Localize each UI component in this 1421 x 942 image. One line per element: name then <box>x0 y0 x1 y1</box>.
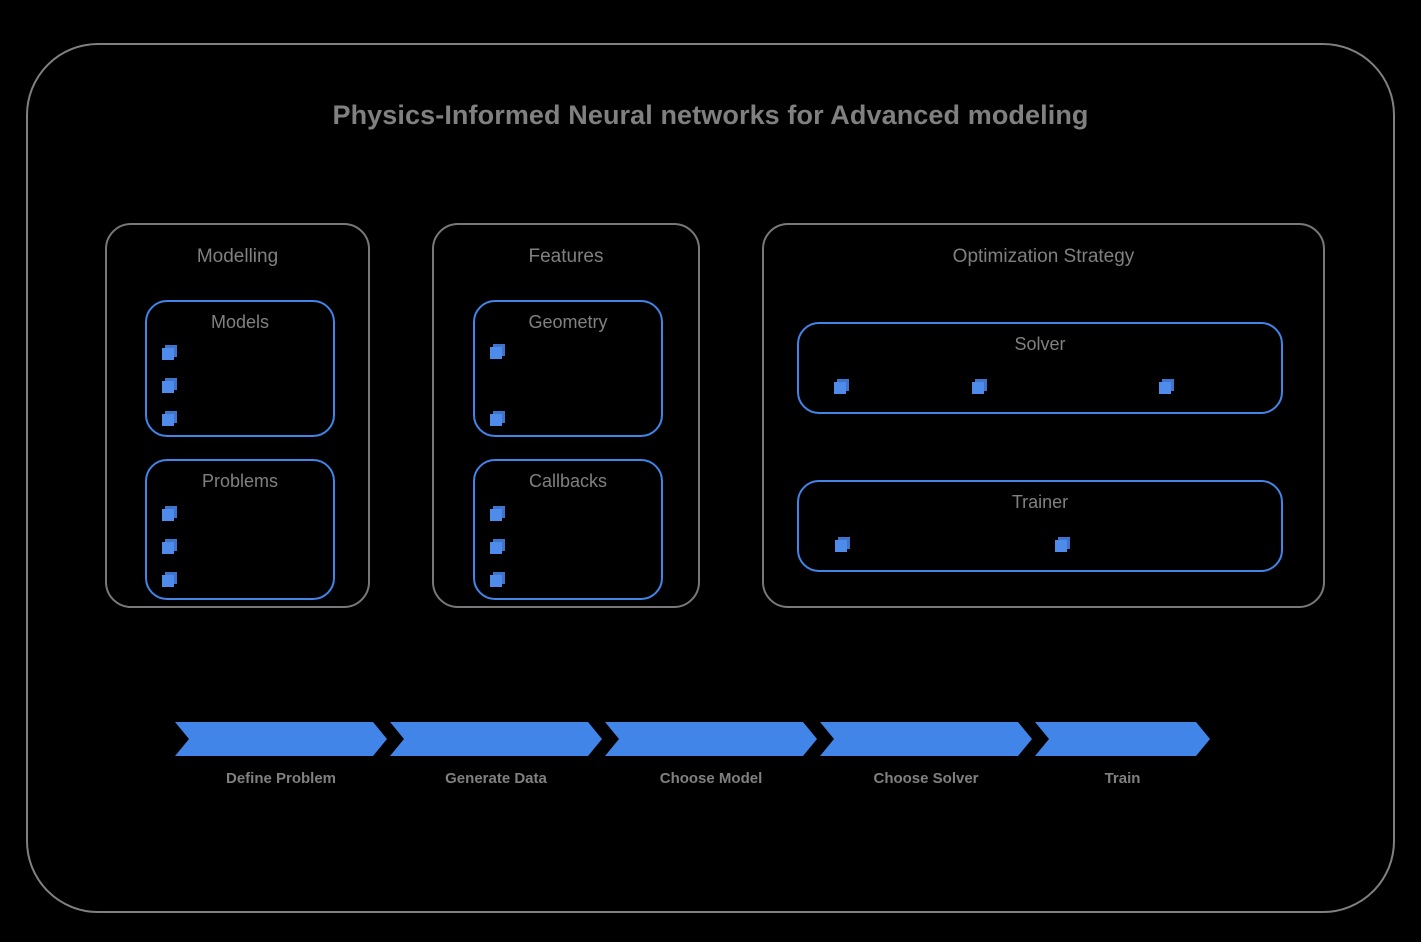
group-panel-features: Features <box>432 223 700 608</box>
sub-panel-models[interactable]: Models <box>145 300 335 437</box>
pipeline-step-label-3: Choose Model <box>659 770 763 787</box>
sub-panel-title-problems: Problems <box>201 471 279 491</box>
cube-bullet <box>162 348 174 360</box>
pipeline-step-arrow-2[interactable] <box>390 722 602 756</box>
group-title-optimization-strategy: Optimization Strategy <box>952 246 1135 267</box>
group-title-modelling: Modelling <box>196 246 279 267</box>
group-panel-optimization-strategy: Optimization Strategy <box>762 223 1325 608</box>
pipeline-step-arrow-5[interactable] <box>1035 722 1210 756</box>
cube-bullet <box>834 382 846 394</box>
group-panel-modelling: Modelling <box>105 223 370 608</box>
sub-panel-title-models: Models <box>210 312 270 332</box>
pipeline-flow <box>175 722 1210 756</box>
pipeline-step-label-1: Define Problem <box>225 770 337 787</box>
cube-bullet <box>490 347 502 359</box>
sub-panel-callbacks[interactable]: Callbacks <box>473 459 663 600</box>
cube-bullet <box>162 381 174 393</box>
cube-bullet <box>162 575 174 587</box>
cube-bullet <box>490 414 502 426</box>
cube-bullet <box>490 509 502 521</box>
sub-panel-problems[interactable]: Problems <box>145 459 335 600</box>
sub-panel-geometry[interactable]: Geometry <box>473 300 663 437</box>
cube-bullet <box>1159 382 1171 394</box>
group-title-features: Features <box>528 246 604 267</box>
sub-panel-title-solver: Solver <box>1014 334 1066 354</box>
pipeline-step-label-2: Generate Data <box>445 770 547 787</box>
sub-panel-title-trainer: Trainer <box>1011 492 1069 512</box>
diagram-outer-frame <box>26 43 1395 913</box>
cube-bullet <box>972 382 984 394</box>
sub-panel-solver[interactable]: Solver <box>797 322 1283 414</box>
cube-bullet <box>1055 540 1067 552</box>
pipeline-step-label-4: Choose Solver <box>873 770 979 787</box>
cube-bullet <box>162 414 174 426</box>
cube-bullet <box>162 509 174 521</box>
sub-panel-trainer[interactable]: Trainer <box>797 480 1283 572</box>
cube-bullet <box>490 575 502 587</box>
cube-bullet <box>490 542 502 554</box>
pipeline-step-arrow-3[interactable] <box>605 722 817 756</box>
cube-bullet <box>162 542 174 554</box>
pipeline-step-label-5: Train <box>1104 770 1141 787</box>
cube-bullet <box>835 540 847 552</box>
page-title: Physics-Informed Neural networks for Adv… <box>332 100 1089 130</box>
sub-panel-title-geometry: Geometry <box>528 312 608 332</box>
pipeline-step-arrow-1[interactable] <box>175 722 387 756</box>
sub-panel-title-callbacks: Callbacks <box>528 471 608 491</box>
pipeline-step-arrow-4[interactable] <box>820 722 1032 756</box>
